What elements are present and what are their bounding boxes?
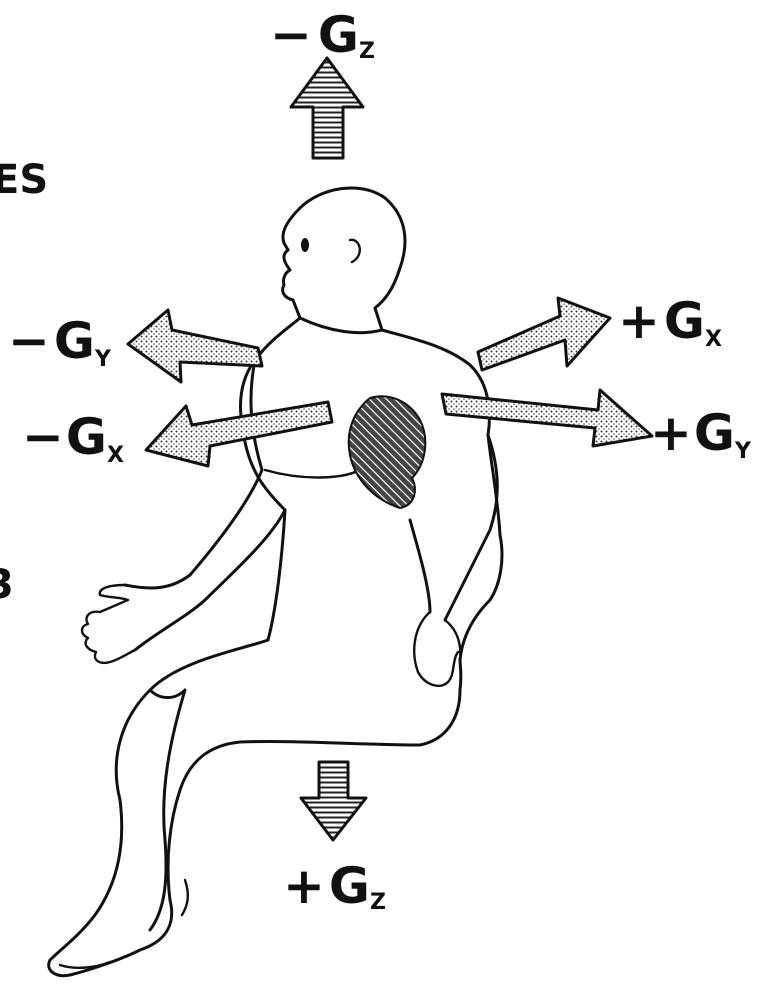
left-hand [82, 585, 135, 663]
arrow-pos-gx [478, 298, 610, 370]
arrow-neg-gy [128, 310, 262, 382]
label-neg-gx: −GX [22, 408, 124, 468]
label-pos-gx: +GX [618, 292, 722, 352]
left-arm [125, 360, 285, 650]
svg-text:−GY: −GY [8, 312, 112, 372]
arrow-pos-gy [442, 390, 652, 446]
head-outline [283, 188, 405, 333]
label-pos-gy: +GY [650, 404, 752, 464]
heart [349, 396, 426, 508]
arrow-pos-gz [301, 762, 366, 840]
svg-text:+GX: +GX [618, 292, 722, 352]
partial-text-top-left: ES [0, 157, 48, 203]
label-pos-gz: +GZ [283, 857, 386, 915]
seated-human-figure [49, 188, 502, 976]
arrow-neg-gx [146, 402, 332, 466]
right-hand [414, 612, 460, 686]
eye [301, 238, 309, 252]
partial-text-mid-left: 3 [0, 562, 14, 608]
label-neg-gy: −GY [8, 312, 112, 372]
ear [350, 240, 360, 262]
svg-text:+GZ: +GZ [283, 857, 386, 915]
arrow-neg-gz [291, 58, 363, 158]
label-neg-gz: −GZ [270, 6, 375, 64]
svg-text:−GZ: −GZ [270, 6, 375, 64]
svg-text:−GX: −GX [22, 408, 124, 468]
right-arm [410, 435, 497, 620]
chest-line [265, 470, 360, 478]
svg-text:+GY: +GY [650, 404, 752, 464]
legs-outline [49, 640, 461, 976]
